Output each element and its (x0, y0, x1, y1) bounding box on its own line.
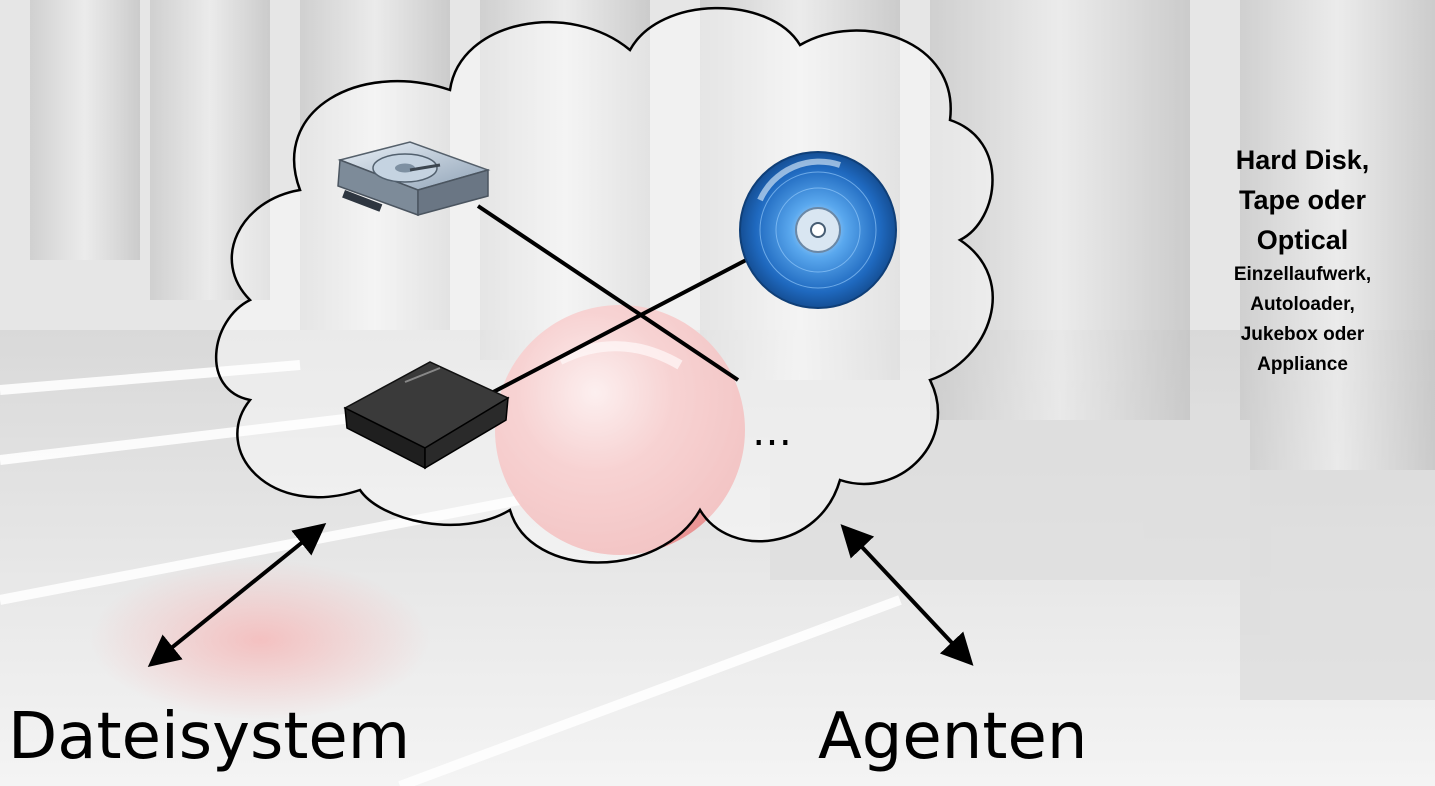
tape-cartridge-icon (343, 361, 510, 470)
arrow-dateisystem (147, 522, 327, 668)
storage-line-jukebox: Jukebox oder (1240, 324, 1365, 345)
label-agenten: Agenten (818, 700, 1088, 774)
storage-line-tape: Tape oder (1238, 185, 1367, 215)
storage-line-optical: Optical (1256, 225, 1349, 255)
arrow-agenten (840, 524, 974, 666)
hard-disk-icon (337, 141, 491, 217)
storage-line-hard-disk: Hard Disk, (1235, 145, 1370, 175)
cloud-shape (214, 6, 994, 564)
cloud-connectors (476, 204, 751, 402)
more-devices-ellipsis: … (752, 409, 792, 455)
storage-types-text: Hard Disk, Tape oder Optical Einzellaufw… (1170, 140, 1435, 380)
label-dateisystem: Dateisystem (8, 700, 411, 774)
sphere (495, 305, 745, 555)
storage-line-appliance: Appliance (1257, 354, 1348, 375)
optical-disc-icon (739, 151, 897, 309)
storage-line-einzellaufwerk: Einzellaufwerk, (1233, 264, 1372, 285)
storage-line-autoloader: Autoloader, (1250, 294, 1355, 315)
